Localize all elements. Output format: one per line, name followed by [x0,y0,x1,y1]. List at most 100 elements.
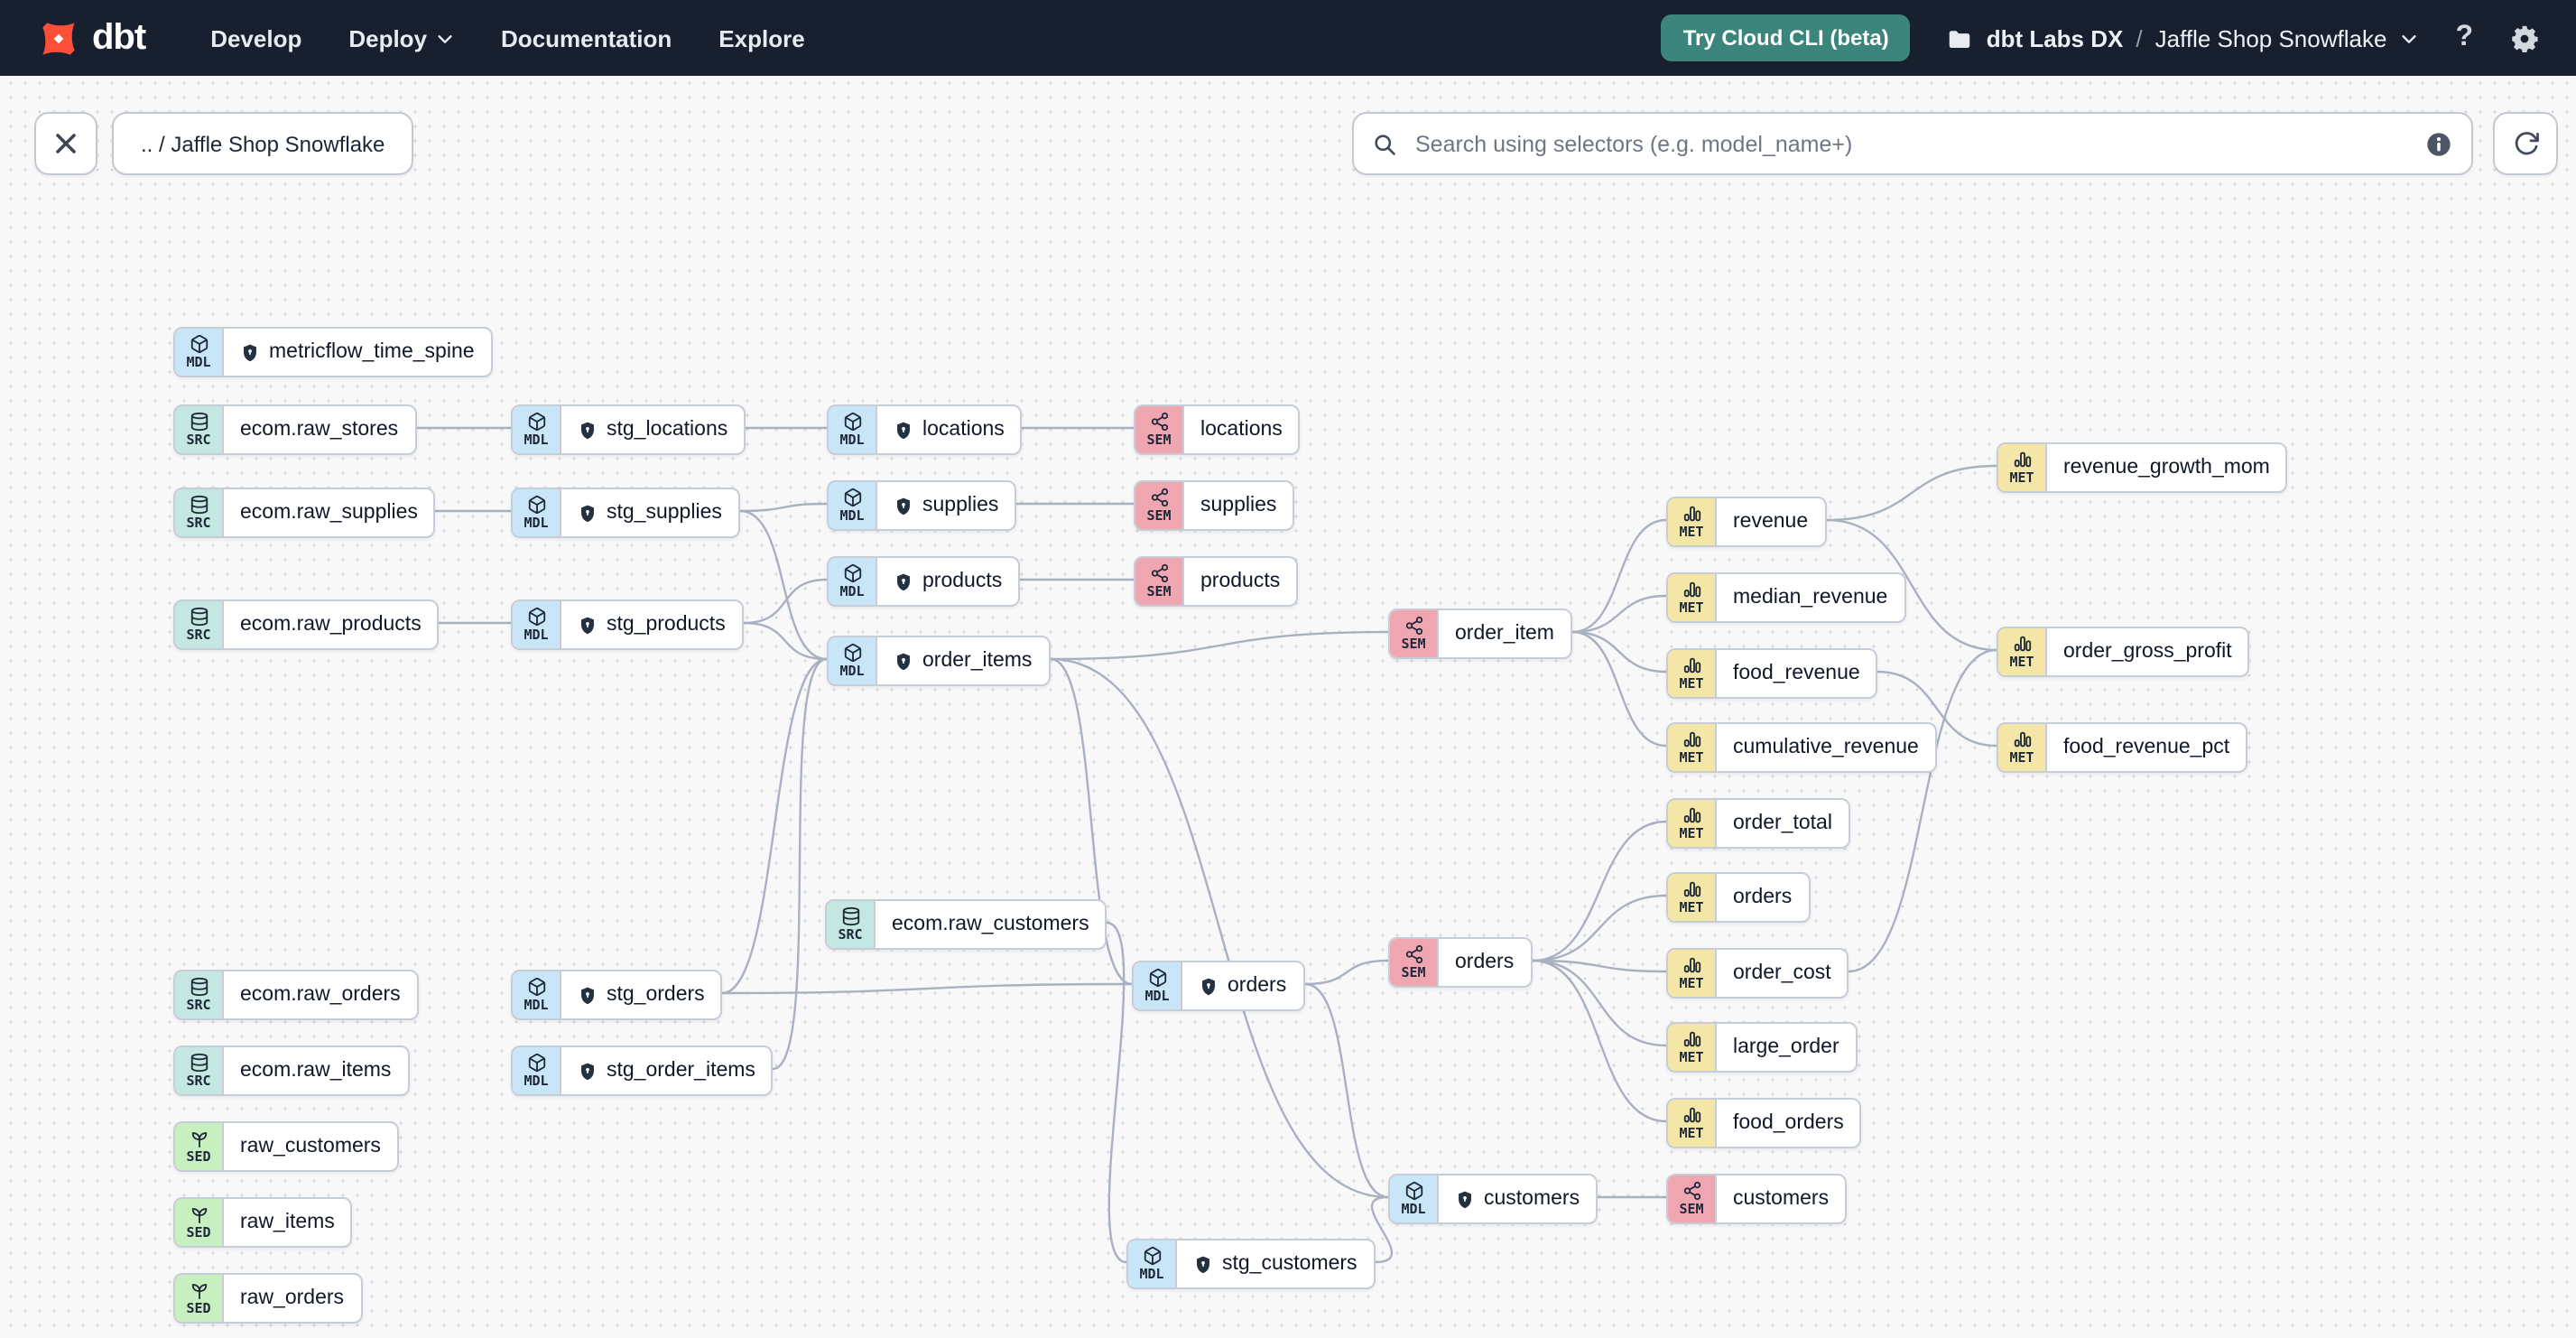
node-label: food_revenue_pct [2063,737,2230,758]
try-cloud-cli-button[interactable]: Try Cloud CLI (beta) [1661,14,1911,61]
node-type-badge: MDL [1134,962,1182,1009]
cube-icon [1404,1181,1422,1201]
node-type-badge: SEM [1390,939,1439,986]
shield-icon [581,1062,594,1080]
metric-icon [1682,506,1700,522]
info-icon[interactable] [2424,129,2453,158]
node-label: ecom.raw_items [240,1060,392,1082]
semantic-model-icon [1404,616,1422,636]
nav-item-documentation[interactable]: Documentation [501,24,672,51]
node-type-badge: MET [1668,724,1717,771]
help-button[interactable]: ? [2455,23,2473,52]
breadcrumb[interactable]: .. / Jaffle Shop Snowflake [112,112,414,175]
refresh-button[interactable] [2493,112,2558,175]
node-type-badge: MDL [513,971,561,1018]
node-type-label: MET [2009,469,2034,486]
breadcrumb-label: .. / Jaffle Shop Snowflake [141,131,385,156]
node-label: locations [1200,419,1283,441]
node-label: raw_orders [240,1287,345,1309]
node-type-badge: SED [175,1199,224,1246]
node-type-badge: MET [1998,724,2047,771]
node-type-label: MET [1679,1125,1704,1141]
node-type-label: SRC [838,926,863,943]
cube-icon [1148,968,1166,988]
node-type-label: SED [186,1224,211,1240]
shield-icon [581,421,594,439]
chevron-down-icon [437,34,451,42]
node-label: ecom.raw_customers [892,914,1089,935]
project-switcher[interactable]: dbt Labs DX / Jaffle Shop Snowflake [1947,24,2420,51]
node-label: orders [1733,887,1793,908]
dbt-logo[interactable]: dbt [36,15,146,60]
node-type-badge: MET [1668,1024,1717,1071]
node-type-badge: MET [1668,1100,1717,1147]
node-type-badge: MDL [829,637,877,684]
nav-item-develop[interactable]: Develop [210,24,302,51]
node-type-badge: SRC [827,901,876,948]
node-label: metricflow_time_spine [269,341,475,363]
close-lineage-button[interactable] [34,112,97,175]
nav-item-deploy[interactable]: Deploy [348,24,454,51]
settings-button[interactable] [2509,23,2540,53]
node-type-badge: SRC [175,406,224,453]
node-type-label: MDL [524,627,549,643]
nav-item-explore[interactable]: Explore [718,24,805,51]
search-input[interactable] [1412,129,2410,158]
node-label: supplies [1200,495,1277,516]
node-type-label: MDL [524,1073,549,1089]
graph-node-food_revenue_pct[interactable]: MET food_revenue_pct [1997,722,2248,773]
node-type-badge: MDL [513,406,561,453]
node-type-label: MDL [839,663,865,679]
shield-icon [897,652,910,670]
seed-icon [190,1208,207,1224]
metric-icon [1682,957,1700,973]
node-type-badge: MDL [513,601,561,648]
graph-node-ecom_raw_customers[interactable]: SRC ecom.raw_customers [825,899,1107,950]
cube-icon [527,412,545,432]
graph-node-locations_sem[interactable]: SEM locations [1134,404,1301,455]
seed-icon [190,1132,207,1148]
node-type-label: SEM [1146,432,1172,448]
node-type-label: MDL [839,432,865,448]
node-label: ecom.raw_orders [240,984,401,1006]
node-type-label: SED [186,1148,211,1165]
